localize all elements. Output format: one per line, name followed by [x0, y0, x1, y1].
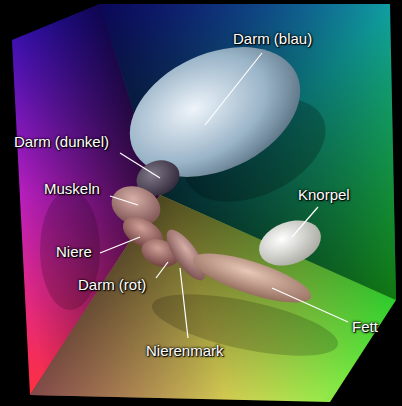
- leader-line: [272, 288, 348, 322]
- callout-label: Darm (blau): [233, 30, 312, 48]
- blob: [109, 21, 321, 202]
- callout-label: Niere: [56, 243, 92, 261]
- leader-line: [292, 207, 318, 237]
- callout-label: Nierenmark: [146, 342, 224, 360]
- cluster-blobs: [106, 21, 327, 312]
- blob: [253, 212, 328, 273]
- callout-label: Fett: [352, 318, 378, 336]
- leader-line: [100, 237, 140, 253]
- callout-label: Muskeln: [44, 180, 100, 198]
- leader-line: [156, 262, 168, 278]
- leader-line: [120, 153, 160, 178]
- callout-label: Darm (rot): [78, 276, 146, 294]
- leader-line: [205, 53, 262, 125]
- leader-line: [180, 268, 188, 338]
- callout-label: Knorpel: [298, 186, 350, 204]
- leader-line: [110, 196, 138, 205]
- cube-faces: [12, 4, 396, 402]
- callout-label: Darm (dunkel): [14, 133, 109, 151]
